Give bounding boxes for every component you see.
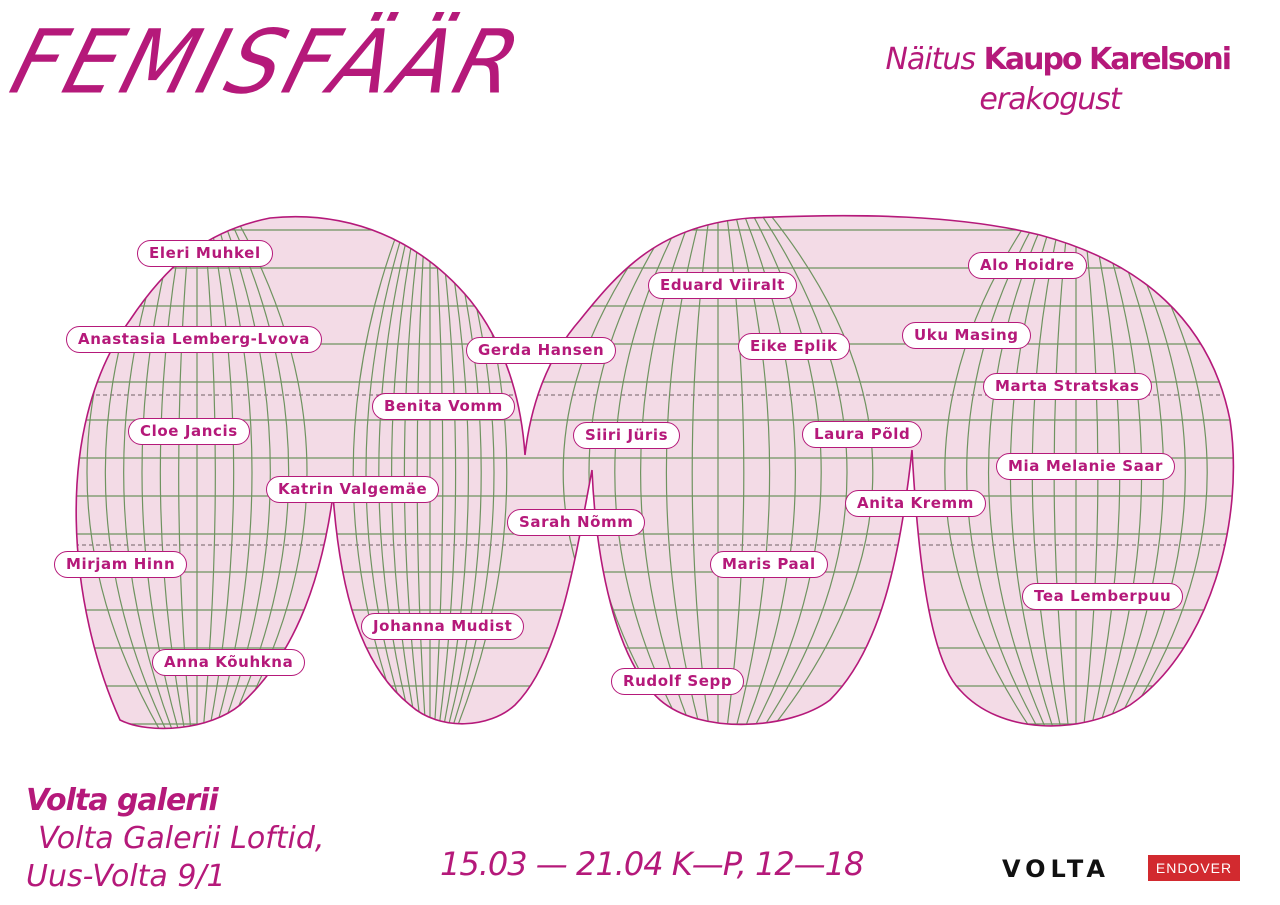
meridian-line bbox=[378, 215, 415, 729]
meridian-line bbox=[416, 215, 427, 729]
meridian-line bbox=[966, 215, 1043, 729]
artist-label: Mirjam Hinn bbox=[54, 551, 188, 578]
exhibition-dates: 15.03 — 21.04 K—P, 12—18 bbox=[440, 845, 864, 883]
artist-label: Eleri Muhkel bbox=[137, 240, 273, 267]
meridian-line bbox=[588, 215, 679, 729]
artist-label: Laura Põld bbox=[802, 421, 923, 448]
volta-logo: VOLTA bbox=[1002, 855, 1110, 883]
venue-block: Volta galerii Volta Galerii Loftid, Uus-… bbox=[26, 782, 324, 896]
artist-label: Eduard Viiralt bbox=[648, 272, 798, 299]
artist-label: Alo Hoidre bbox=[968, 252, 1087, 279]
venue-location: Volta Galerii Loftid, bbox=[38, 821, 325, 856]
exhibition-subtitle: Näitus Kaupo Karelsoni erakogust bbox=[750, 40, 1232, 120]
artist-label: Eike Eplik bbox=[738, 333, 850, 360]
subtitle-prefix: Näitus bbox=[885, 42, 976, 77]
artist-label: Anita Kremm bbox=[845, 490, 986, 517]
artist-label: Katrin Valgemäe bbox=[266, 476, 440, 503]
artist-label: Sarah Nõmm bbox=[507, 509, 646, 536]
artist-label: Siiri Jüris bbox=[573, 422, 681, 449]
meridian-line bbox=[944, 215, 1036, 729]
venue-address: Uus-Volta 9/1 bbox=[26, 859, 226, 894]
meridian-line bbox=[765, 215, 874, 729]
meridian-line bbox=[403, 215, 423, 729]
artist-label: Gerda Hansen bbox=[466, 337, 617, 364]
meridian-line bbox=[987, 215, 1050, 729]
meridian-line bbox=[433, 215, 444, 729]
artist-label: Maris Paal bbox=[710, 551, 828, 578]
venue-name: Volta galerii bbox=[26, 783, 219, 818]
artist-label: Rudolf Sepp bbox=[611, 668, 745, 695]
endover-logo: ENDOVER bbox=[1148, 855, 1240, 881]
artist-label: Uku Masing bbox=[902, 322, 1031, 349]
artist-label: Marta Stratskas bbox=[983, 373, 1152, 400]
artist-label: Benita Vomm bbox=[372, 393, 515, 420]
artist-label: Tea Lemberpuu bbox=[1022, 583, 1184, 610]
subtitle-collector: Kaupo Karelsoni bbox=[983, 42, 1232, 77]
artist-label: Anna Kõuhkna bbox=[152, 649, 306, 676]
meridian-line bbox=[391, 215, 419, 729]
subtitle-suffix: erakogust bbox=[979, 82, 1121, 117]
meridian-line bbox=[437, 215, 457, 729]
artist-label: Anastasia Lemberg-Lvova bbox=[66, 326, 323, 353]
meridian-line bbox=[365, 215, 411, 729]
meridian-line bbox=[757, 215, 848, 729]
artist-label: Cloe Jancis bbox=[128, 418, 250, 445]
artist-label: Johanna Mudist bbox=[361, 613, 525, 640]
meridian-line bbox=[352, 215, 407, 729]
artist-label: Mia Melanie Saar bbox=[996, 453, 1176, 480]
